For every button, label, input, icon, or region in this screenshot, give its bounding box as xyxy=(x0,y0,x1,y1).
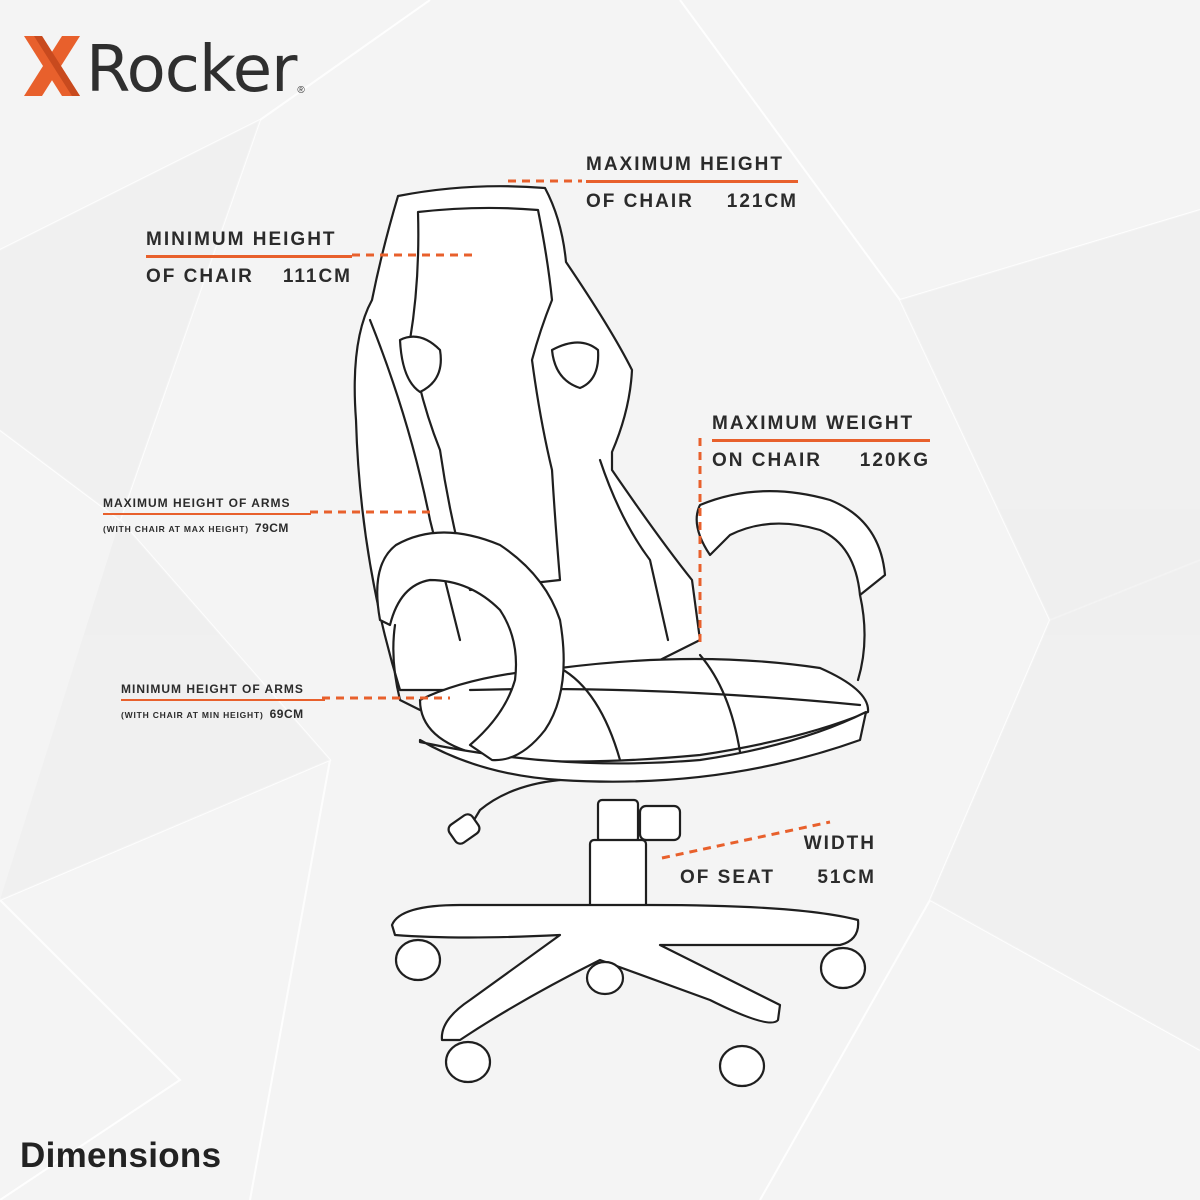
callout-value: 111CM xyxy=(282,266,352,287)
callout-max-weight: MAXIMUM WEIGHT ON CHAIR 120KG xyxy=(712,413,930,472)
callout-title: MAXIMUM HEIGHT OF ARMS xyxy=(103,496,311,515)
callout-subtitle: (WITH CHAIR AT MIN HEIGHT) xyxy=(121,710,264,720)
gas-lift-cylinder xyxy=(588,838,648,912)
tilt-knob xyxy=(638,804,682,842)
callout-value: 51CM xyxy=(817,867,876,888)
height-lever xyxy=(463,778,562,837)
headrest-slot-left xyxy=(398,335,442,394)
x-logo-icon xyxy=(24,36,80,96)
callout-min-height-arms: MINIMUM HEIGHT OF ARMS (WITH CHAIR AT MI… xyxy=(121,682,325,721)
armrest-left xyxy=(376,531,565,762)
registered-mark: ® xyxy=(297,85,305,96)
brand-wordmark: Rocker xyxy=(86,33,297,107)
callout-subtitle: OF CHAIR xyxy=(586,191,694,212)
gas-lift-top xyxy=(596,798,640,844)
callout-subtitle: OF CHAIR xyxy=(146,266,254,287)
armrest-right-support xyxy=(856,593,866,682)
caster-wheel xyxy=(718,1044,766,1088)
caster-wheel xyxy=(394,938,442,982)
brand-logo: Rocker ® xyxy=(20,22,305,102)
callout-title: MAXIMUM HEIGHT xyxy=(586,154,798,183)
seat-base xyxy=(418,710,868,783)
callout-seat-width: WIDTH OF SEAT 51CM xyxy=(680,833,876,889)
caster-wheel xyxy=(819,946,867,990)
lever-handle xyxy=(447,813,481,845)
caster-wheel xyxy=(585,960,625,996)
callout-value: 120KG xyxy=(859,450,930,471)
star-base xyxy=(390,903,860,1042)
callout-value: 121CM xyxy=(726,191,798,212)
callout-value: 69CM xyxy=(269,707,304,721)
callout-max-height-arms: MAXIMUM HEIGHT OF ARMS (WITH CHAIR AT MA… xyxy=(103,496,311,535)
callout-subtitle: (WITH CHAIR AT MAX HEIGHT) xyxy=(103,524,249,534)
armrest-right xyxy=(695,490,887,597)
caster-wheel xyxy=(444,1040,492,1084)
callout-title: MINIMUM HEIGHT OF ARMS xyxy=(121,682,325,701)
callout-title: MAXIMUM WEIGHT xyxy=(712,413,930,442)
headrest-slot-right xyxy=(550,341,600,390)
leader-seat-width xyxy=(661,820,831,860)
callout-title: WIDTH xyxy=(803,833,876,854)
callout-max-height-chair: MAXIMUM HEIGHT OF CHAIR 121CM xyxy=(586,154,798,213)
page-title: Dimensions xyxy=(20,1136,222,1175)
callout-value: 79CM xyxy=(254,521,289,535)
callout-subtitle: OF SEAT xyxy=(680,867,775,888)
callout-subtitle: ON CHAIR xyxy=(712,450,822,471)
callout-min-height-chair: MINIMUM HEIGHT OF CHAIR 111CM xyxy=(146,229,352,288)
callout-title: MINIMUM HEIGHT xyxy=(146,229,352,258)
armrest-left-support xyxy=(392,623,422,712)
